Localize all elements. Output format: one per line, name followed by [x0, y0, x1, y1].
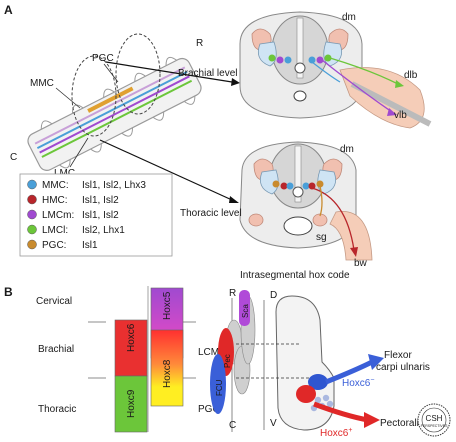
label-sca: Sca [241, 304, 250, 318]
legend-name: PGC: [42, 240, 66, 251]
legend-box [19, 173, 173, 257]
mmc-column-line [36, 70, 188, 150]
target-pectoralis: Pectoralis [380, 418, 424, 429]
arrow-to-thoracic [99, 139, 233, 201]
label-hoxc6: Hoxc6 [126, 323, 137, 352]
thoracic-bw-label: bw [354, 258, 368, 269]
pool-fcu [210, 354, 226, 414]
spinal-cord-schematic [27, 33, 202, 171]
thoracic-dm-label: dm [340, 144, 354, 155]
brachial-cross-section [239, 11, 432, 129]
legend-dot [27, 239, 37, 250]
legend-name: MMC: [42, 180, 69, 191]
target-flexor-line2: carpi ulnaris [376, 362, 430, 373]
pgc-column-line [87, 86, 134, 113]
axis-d: D [270, 290, 277, 301]
bar-hoxc6 [114, 319, 148, 377]
legend-dot [27, 194, 37, 205]
lmcl-column-line [41, 79, 193, 158]
spine-rostral-label: R [196, 38, 203, 49]
logo-csh: CSH [426, 414, 443, 423]
pec-pool-section [296, 385, 316, 403]
bar-hoxc8 [150, 329, 184, 407]
fcu-pool-section [308, 374, 328, 390]
column-lcm: LCM [198, 347, 219, 358]
motor-pools [210, 290, 256, 432]
brachial-segment-outline [71, 55, 117, 137]
legend-name: LMCl: [42, 225, 68, 236]
thoracic-level-label: Thoracic level [180, 208, 242, 219]
brachial-dlb-label: dlb [404, 70, 418, 81]
legend-dot [27, 179, 37, 190]
brachial-vlb-label: vlb [394, 110, 407, 121]
axis-v: V [270, 418, 277, 429]
spine-lmc-label: LMC [54, 168, 75, 179]
level-cervical: Cervical [36, 296, 72, 307]
legend-dot [27, 209, 37, 220]
pool-sca [239, 290, 250, 326]
thoracic-segment-outline [115, 33, 161, 115]
hox-state-positive: Hoxc6+ [320, 427, 352, 439]
spine-pgc-label: PGC [92, 53, 114, 64]
legend-genes: Isl1, Isl2 [82, 210, 119, 221]
thoracic-cross-section [239, 141, 373, 261]
transverse-section [236, 295, 384, 431]
level-thoracic: Thoracic [38, 404, 76, 415]
panel-a-label: A [4, 3, 13, 17]
bar-hoxc9 [114, 375, 148, 433]
brachial-level-label: Brachial level [178, 68, 237, 79]
label-fcu: FCU [215, 379, 224, 396]
label-hoxc8: Hoxc8 [162, 359, 173, 388]
thoracic-sg-label: sg [316, 232, 327, 243]
legend-genes: Isl1, Isl2 [82, 195, 119, 206]
legend-genes: Isl1, Isl2, Lhx3 [82, 180, 146, 191]
legend-genes: Isl2, Lhx1 [82, 225, 125, 236]
spine-mmc-label: MMC [30, 78, 54, 89]
axis-r: R [229, 288, 236, 299]
lmc-column-line [39, 75, 190, 154]
logo-perspectives: PERSPECTIVES [421, 424, 449, 428]
panel-b-label: B [4, 285, 13, 299]
csh-perspectives-logo: CSH PERSPECTIVES [417, 403, 451, 437]
spine-caudal-label: C [10, 152, 17, 163]
axis-c: C [229, 420, 236, 431]
label-hoxc9: Hoxc9 [126, 389, 137, 418]
column-pgc: PGC [198, 404, 220, 415]
panel-b-title: Intrasegmental hox code [240, 270, 350, 281]
target-flexor-line1: Flexor [384, 350, 412, 361]
legend-name: LMCm: [42, 210, 74, 221]
label-pec: Pec [223, 354, 232, 368]
hox-state-negative: Hoxc6− [342, 377, 374, 389]
level-brachial: Brachial [38, 344, 74, 355]
arrow-to-brachial [105, 61, 233, 83]
brachial-dm-label: dm [342, 12, 356, 23]
legend-name: HMC: [42, 195, 68, 206]
legend-genes: Isl1 [82, 240, 98, 251]
legend-dot [27, 224, 37, 235]
label-hoxc5: Hoxc5 [162, 291, 173, 320]
